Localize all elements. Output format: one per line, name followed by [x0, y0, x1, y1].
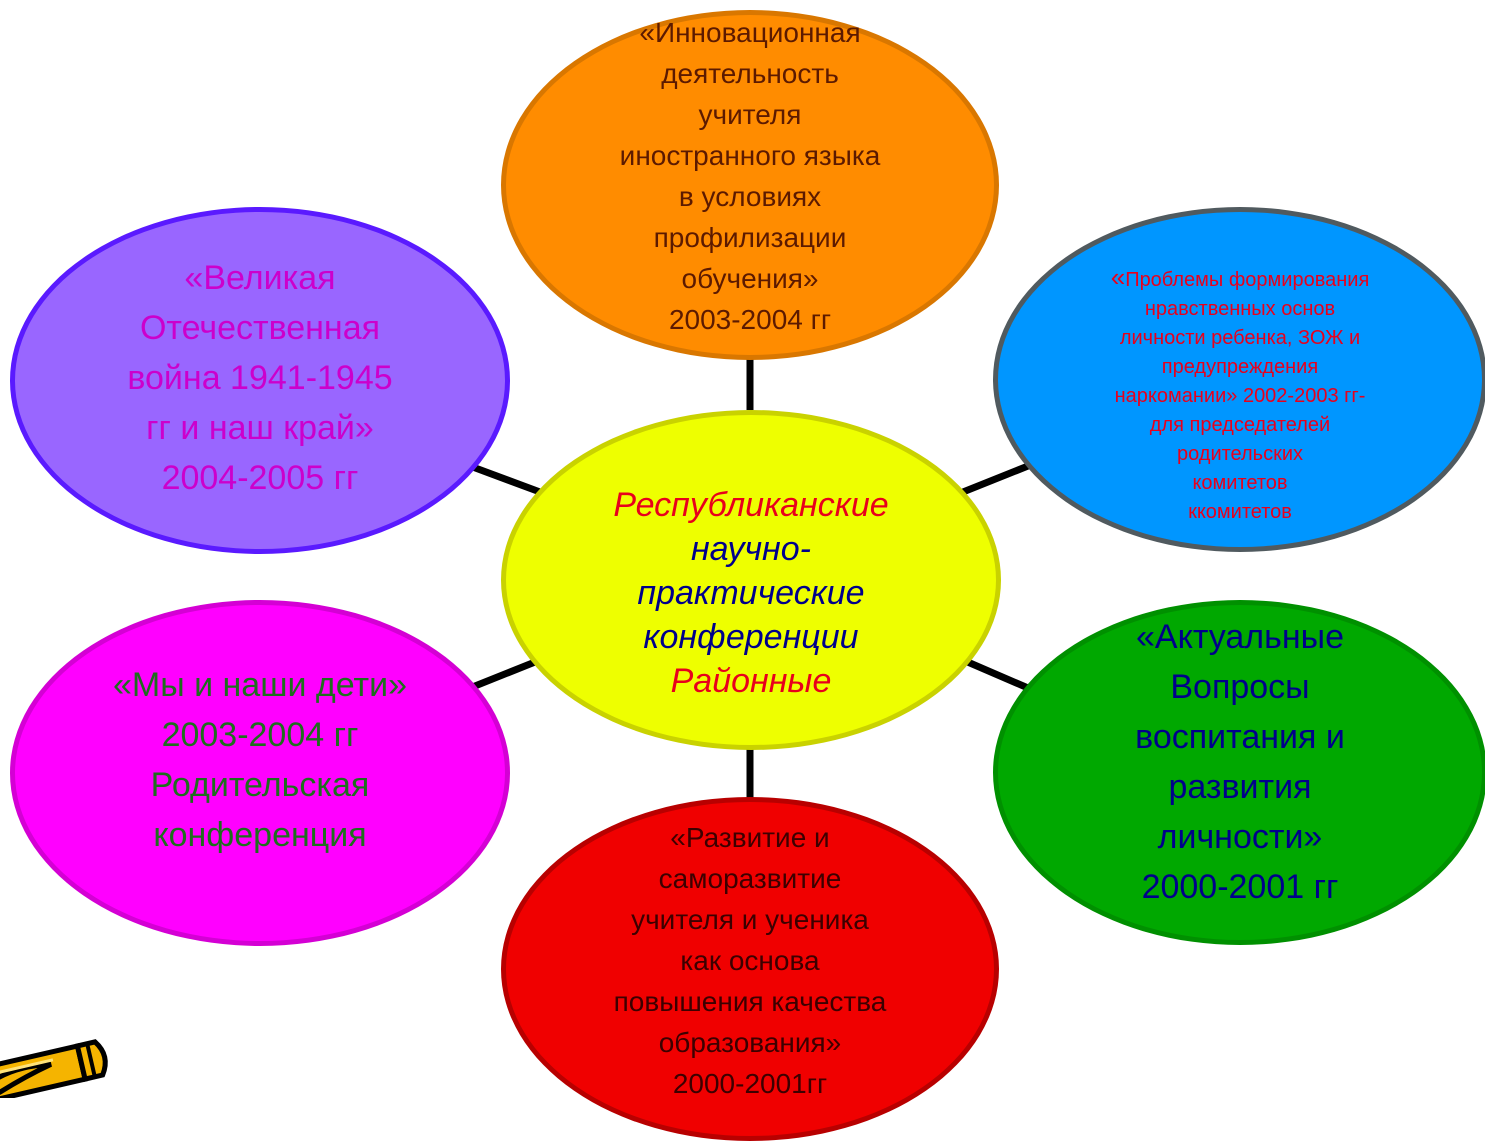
bottom-line-1: «Развитие и [670, 821, 830, 853]
center-line-1: Республиканские [613, 486, 889, 524]
center-line-5: Районные [670, 662, 832, 700]
right-top-line-9: ккомитетов [1188, 500, 1292, 523]
right-top-line-2: нравственных основ [1144, 297, 1336, 320]
right-top-line-4: предупреждения [1161, 355, 1319, 378]
bottom-line-2: саморазвитие [658, 862, 842, 894]
top-line-2: деятельность [661, 58, 839, 89]
left-bottom-bubble: «Мы и наши дети» 2003-2004 гг Родительск… [10, 600, 510, 946]
left-top-text: «Великая Отечественная война 1941-1945 г… [127, 253, 392, 503]
top-text: «Инновационная деятельность учителя инос… [620, 12, 881, 340]
right-bottom-bubble: «Актуальные Вопросы воспитания и развити… [993, 600, 1485, 945]
bottom-line-3: учителя и ученика [631, 903, 869, 935]
connector-left-bottom [468, 656, 542, 692]
right-bottom-line-4: развития [1168, 767, 1312, 806]
center-line-4: конференции [643, 618, 859, 656]
left-top-line-5: 2004-2005 гг [161, 458, 359, 497]
center-line-3: практические [637, 574, 865, 612]
top-line-1: «Инновационная [639, 17, 861, 48]
right-bottom-text: «Актуальные Вопросы воспитания и развити… [1135, 612, 1345, 912]
bottom-line-7: 2000-2001гг [672, 1067, 828, 1099]
top-bubble: «Инновационная деятельность учителя инос… [501, 10, 999, 360]
right-bottom-line-2: Вопросы [1170, 667, 1310, 706]
center-text: Республиканские научно- практические кон… [613, 483, 888, 703]
connector-right-bottom [961, 656, 1030, 692]
top-line-3: учителя [698, 99, 802, 130]
left-top-line-4: гг и наш край» [146, 408, 374, 447]
right-top-line-6: для председателей [1149, 413, 1331, 436]
right-top-line-3: личности ребенка, ЗОЖ и [1119, 326, 1361, 349]
right-top-bubble: «Проблемы формирования нравственных осно… [993, 207, 1485, 552]
left-top-line-3: война 1941-1945 [127, 358, 393, 397]
connector-left-top [468, 462, 542, 496]
left-bottom-line-2: 2003-2004 гг [161, 716, 359, 754]
top-line-5: в условиях [678, 181, 822, 212]
right-bottom-line-3: воспитания и [1135, 717, 1345, 756]
right-top-line-7: родительских [1176, 442, 1304, 465]
right-bottom-line-1: «Актуальные [1135, 617, 1344, 656]
left-bottom-line-4: конференция [153, 816, 367, 854]
connector-right-top [961, 462, 1030, 496]
opening-quote: « [1110, 261, 1126, 292]
right-top-line-8: комитетов [1192, 471, 1288, 494]
top-line-8: 2003-2004 гг [668, 304, 832, 335]
bottom-line-5: повышения качества [613, 985, 887, 1017]
top-line-7: обучения» [681, 263, 819, 294]
center-bubble: Республиканские научно- практические кон… [501, 410, 1001, 750]
right-top-line-5: наркомании» 2002-2003 гг- [1114, 384, 1366, 407]
right-bottom-line-6: 2000-2001 гг [1141, 867, 1339, 906]
left-bottom-line-1: «Мы и наши дети» [112, 666, 408, 704]
bottom-line-6: образования» [658, 1026, 842, 1058]
bottom-line-4: как основа [680, 944, 820, 976]
left-bottom-text: «Мы и наши дети» 2003-2004 гг Родительск… [113, 660, 407, 860]
left-bottom-line-3: Родительская [150, 766, 370, 804]
right-bottom-line-5: личности» [1157, 817, 1323, 856]
left-top-bubble: «Великая Отечественная война 1941-1945 г… [10, 207, 510, 554]
top-line-4: иностранного языка [619, 140, 881, 171]
left-top-line-1: «Великая [184, 258, 336, 297]
bottom-bubble: «Развитие и саморазвитие учителя и учени… [501, 797, 999, 1141]
left-top-line-2: Отечественная [139, 308, 381, 347]
center-line-2: научно- [690, 530, 811, 568]
top-line-6: профилизации [653, 222, 847, 253]
right-top-line-1: «Проблемы формирования [1110, 261, 1370, 295]
right-top-text: «Проблемы формирования нравственных осно… [1110, 261, 1370, 527]
bottom-text: «Развитие и саморазвитие учителя и учени… [614, 817, 887, 1104]
pencil-icon [0, 1039, 108, 1098]
right-top-line-1-text: Проблемы формирования [1125, 268, 1370, 291]
